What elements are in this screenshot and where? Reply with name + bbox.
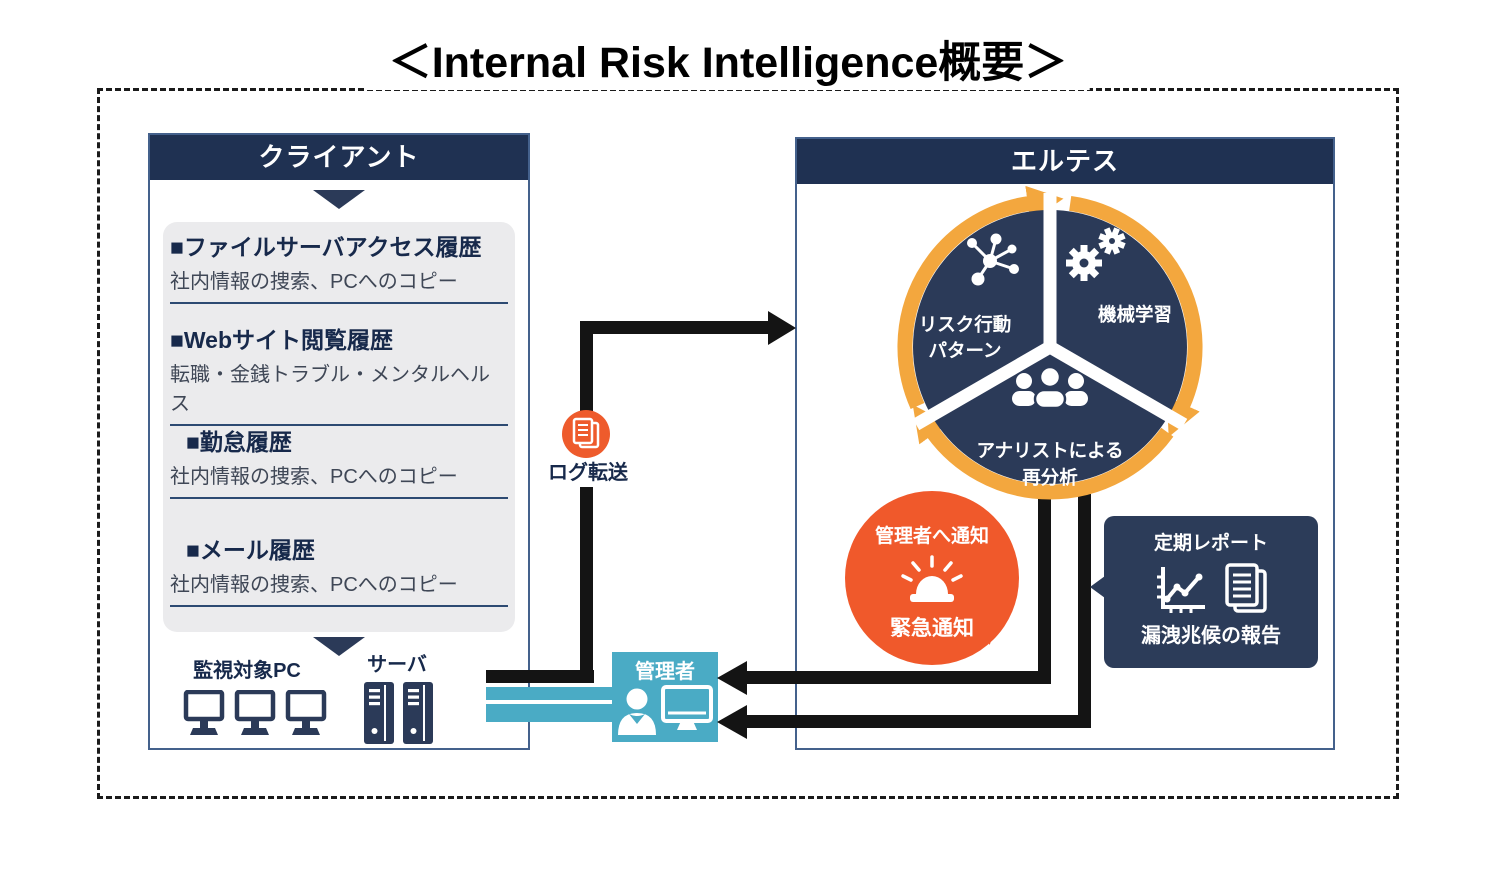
molecule-icon	[967, 233, 1019, 286]
log-item-mail: ■メール履歴 社内情報の捜索、PCへのコピー	[170, 531, 508, 607]
alert-bubble-title: 管理者へ通知	[874, 526, 989, 547]
log-list-background	[163, 222, 515, 632]
log-item-title: ■ファイルサーバアクセス履歴	[170, 234, 482, 260]
monitored-pc-icons	[183, 690, 327, 738]
log-item-desc: 転職・金銭トラブル・メンタルヘルス	[170, 364, 490, 415]
page-title: ＜Internal Risk Intelligence概要＞	[366, 28, 1090, 90]
report-document-icon	[1225, 563, 1267, 613]
alert-bubble: 管理者へ通知 緊急通知	[845, 491, 1019, 665]
gears-icon	[1066, 227, 1126, 281]
log-item-attendance: ■勤怠履歴 社内情報の捜索、PCへのコピー	[170, 423, 508, 499]
arrow-down-icon	[313, 637, 365, 656]
alert-bubble-label: 緊急通知	[890, 617, 974, 640]
admin-box: 管理者	[612, 652, 718, 742]
flow-log-horizontal-bottom	[486, 670, 594, 683]
people-icon	[1012, 365, 1088, 410]
log-item-file-server: ■ファイルサーバアクセス履歴 社内情報の捜索、PCへのコピー	[170, 228, 508, 304]
log-item-title: ■メール履歴	[186, 537, 315, 563]
analysis-cycle-diagram: リスク行動 パターン 機械学習 アナリストによる 再分析	[897, 185, 1203, 500]
cycle-label-risk-pattern-2: パターン	[928, 340, 1001, 361]
monitor-icon	[183, 690, 225, 735]
report-box-tail	[1090, 576, 1105, 598]
line-chart-icon	[1157, 567, 1205, 613]
log-item-web-history: ■Webサイト閲覧履歴 転職・金銭トラブル・メンタルヘルス	[170, 321, 508, 426]
cycle-label-analyst-2: 再分析	[1022, 467, 1078, 488]
server-icon	[403, 682, 433, 744]
log-item-desc: 社内情報の捜索、PCへのコピー	[170, 271, 458, 293]
flow-arrowhead-to-admin-2	[717, 704, 747, 739]
flow-arrowhead-to-admin-1	[717, 660, 747, 695]
log-documents-icon	[572, 417, 600, 449]
log-item-title: ■Webサイト閲覧履歴	[170, 327, 394, 353]
flow-notify-horizontal-1	[747, 671, 1051, 684]
log-transfer-label: ログ転送	[536, 454, 640, 487]
admin-box-label: 管理者	[635, 661, 695, 683]
admin-feedback-band-divider	[486, 700, 618, 704]
flow-notify-horizontal-2	[747, 715, 1091, 728]
eltes-panel-header: エルテス	[797, 139, 1333, 184]
monitor-icon	[234, 690, 276, 735]
flow-notify-vertical-1	[1038, 494, 1051, 684]
cycle-label-analyst-1: アナリストによる	[976, 440, 1123, 461]
monitored-pc-label: 監視対象PC	[193, 660, 301, 682]
admin-feedback-band	[486, 687, 618, 722]
cycle-separators	[912, 193, 1188, 431]
server-icons	[363, 681, 434, 745]
flow-arrowhead-to-eltes	[768, 310, 796, 345]
monitor-icon	[285, 690, 327, 735]
server-label: サーバ	[367, 654, 427, 676]
log-item-desc: 社内情報の捜索、PCへのコピー	[170, 574, 458, 596]
server-icon	[364, 682, 394, 744]
flow-log-horizontal-top	[580, 321, 768, 334]
log-item-title: ■勤怠履歴	[186, 429, 292, 455]
flow-notify-vertical-2	[1078, 494, 1091, 728]
log-transfer-badge	[562, 410, 610, 458]
cycle-label-risk-pattern-1: リスク行動	[919, 314, 1012, 335]
siren-icon	[901, 555, 963, 602]
report-box: 定期レポート 漏洩兆候の報告	[1104, 516, 1318, 668]
cycle-ring-arrows	[897, 185, 1203, 500]
admin-monitor-icon	[660, 685, 713, 730]
arrow-down-icon	[313, 190, 365, 209]
report-box-title: 定期レポート	[1153, 533, 1268, 554]
admin-person-icon	[617, 688, 656, 735]
report-box-label: 漏洩兆候の報告	[1141, 625, 1281, 647]
cycle-label-machine-learning: 機械学習	[1098, 304, 1172, 325]
client-panel-header: クライアント	[150, 135, 528, 180]
flow-log-vertical	[580, 321, 593, 683]
log-item-desc: 社内情報の捜索、PCへのコピー	[170, 466, 458, 488]
